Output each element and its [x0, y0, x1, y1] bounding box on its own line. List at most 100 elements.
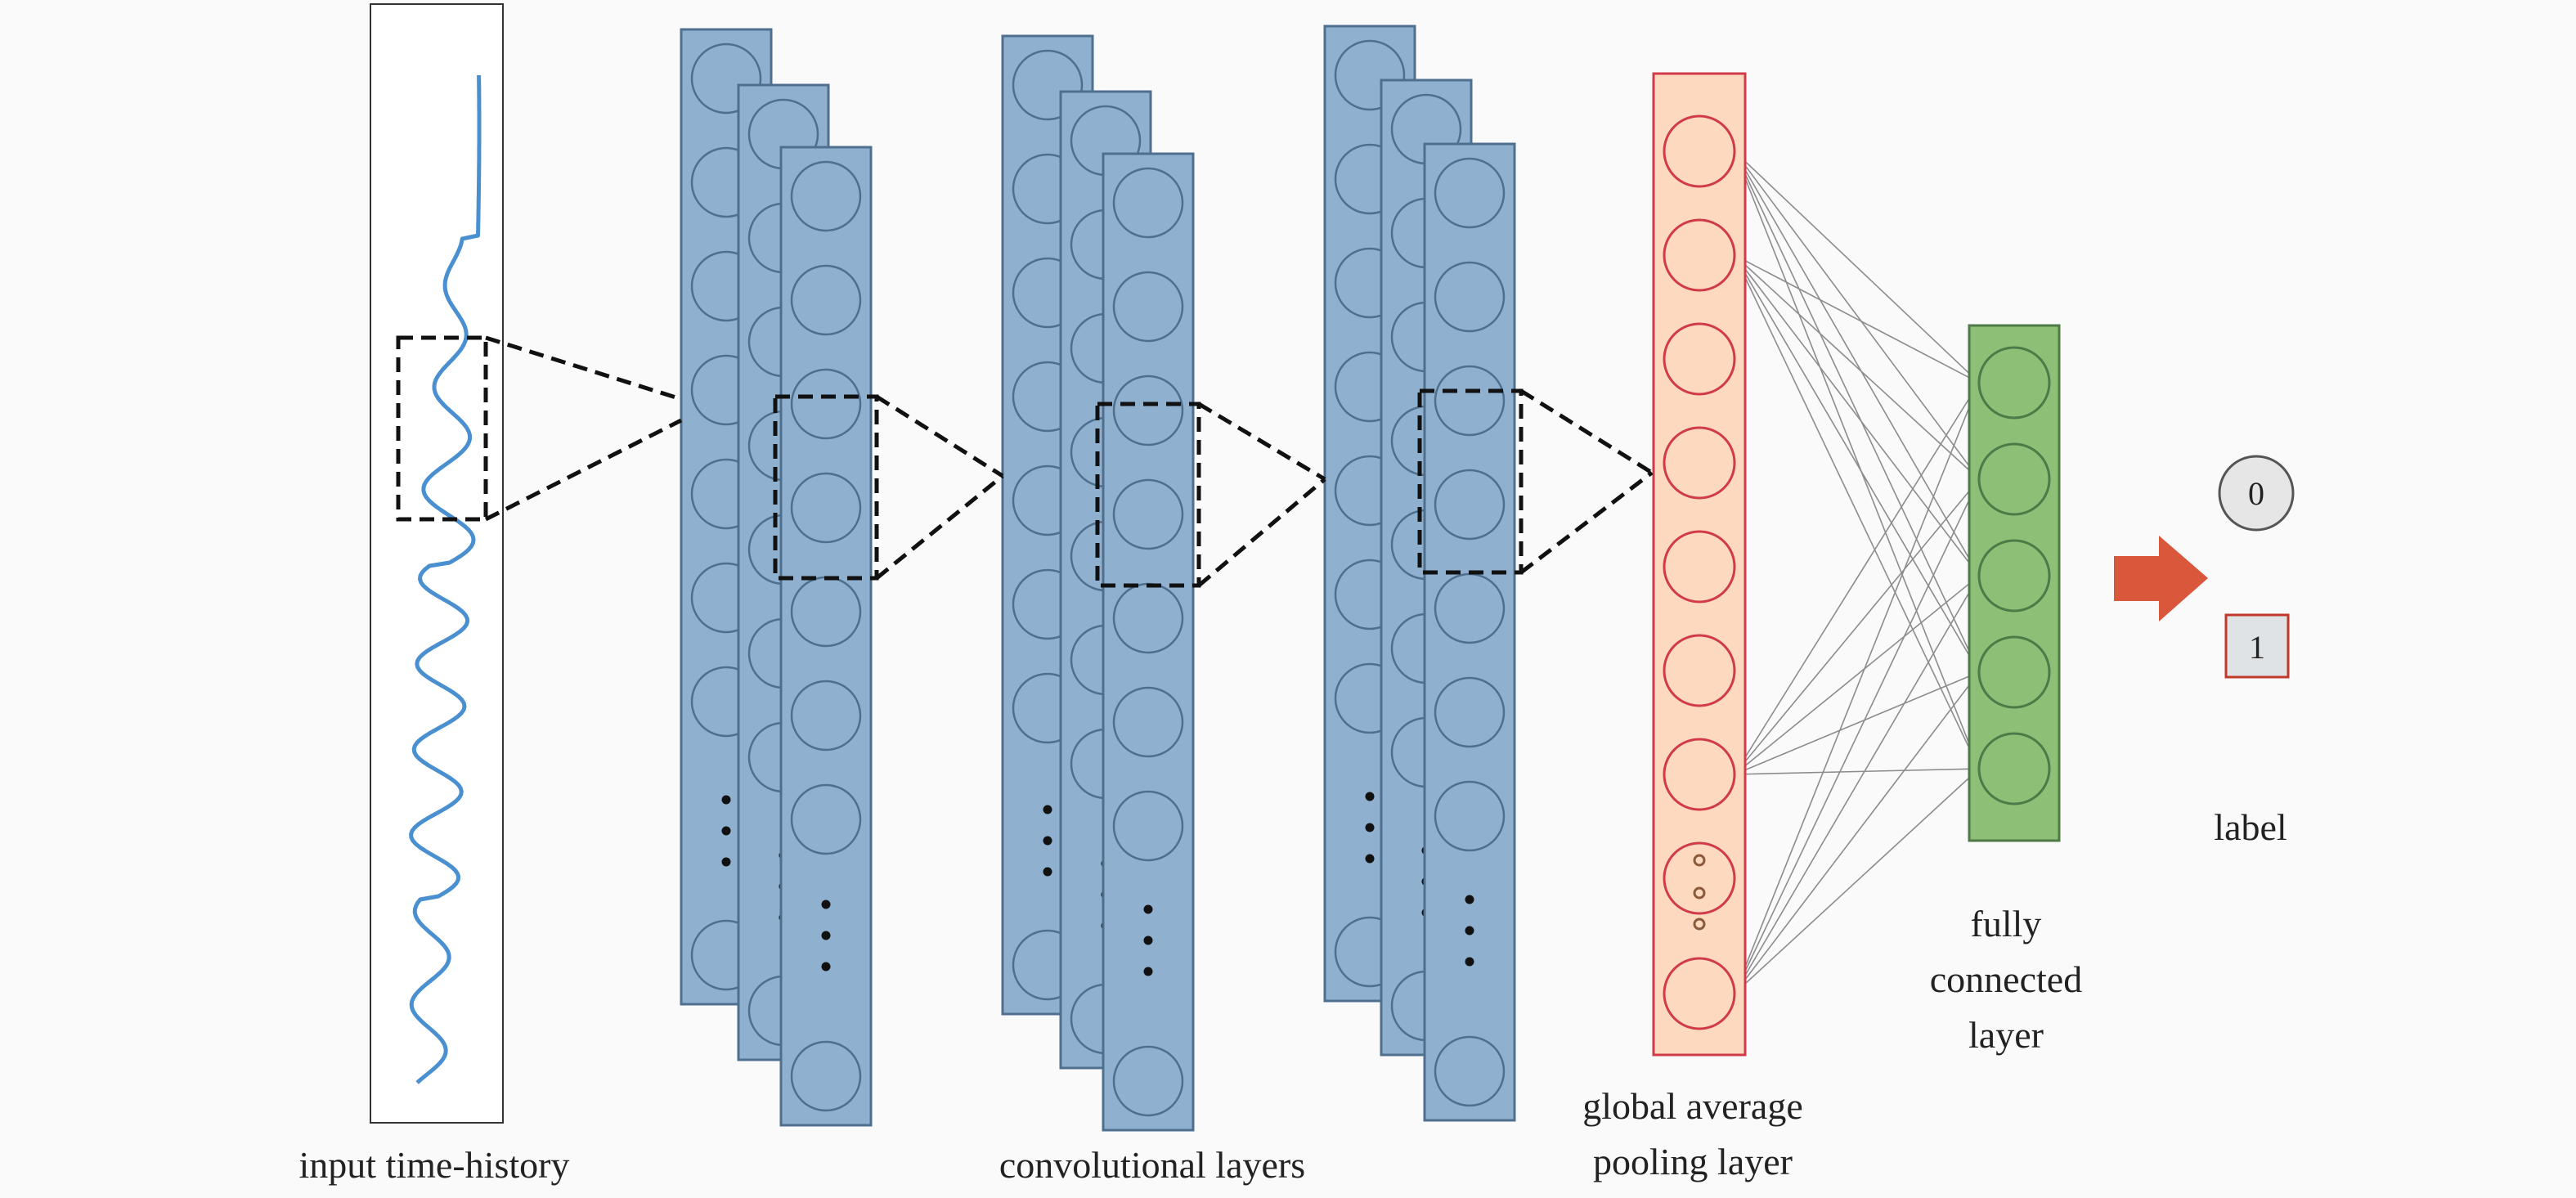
output-one-text: 1	[2249, 629, 2265, 666]
feature-map-2-3	[1102, 152, 1195, 1132]
vertical-ellipsis-icon	[821, 900, 831, 909]
fc-neuron	[1977, 346, 2051, 420]
fc-caption-line2: connected	[1930, 958, 2082, 1000]
connection-line	[1734, 150, 1980, 480]
neuron-circle	[790, 160, 862, 232]
neuron-circle	[1434, 157, 1506, 229]
fc-neuron	[1977, 635, 2051, 709]
input-receptive-field	[396, 335, 488, 522]
vertical-ellipsis-icon	[1365, 854, 1375, 864]
vertical-ellipsis-icon	[721, 795, 731, 805]
output-zero-text: 0	[2248, 475, 2264, 512]
pooling-neuron	[1663, 957, 1736, 1030]
input-signal-waveform	[409, 75, 482, 1084]
neuron-circle	[1434, 365, 1506, 437]
projection-dashed-line	[875, 394, 1004, 478]
projection-dashed-line	[485, 335, 682, 402]
fc-neuron	[1977, 539, 2051, 612]
neuron-circle	[1112, 375, 1184, 446]
neuron-circle	[1434, 676, 1506, 748]
pooling-neuron	[1663, 530, 1736, 603]
vertical-ellipsis-icon	[1143, 904, 1153, 914]
neuron-circle	[1112, 790, 1184, 862]
projection-dashed-line	[1519, 471, 1654, 574]
connection-line	[1734, 478, 1980, 994]
neuron-circle	[1112, 271, 1184, 343]
vertical-ellipsis-icon	[1043, 805, 1052, 814]
input-caption: input time-history	[299, 1144, 570, 1186]
output-one: 1	[2224, 613, 2290, 679]
right-arrow-icon	[2114, 536, 2208, 621]
connection-line	[1734, 150, 1980, 673]
vertical-ellipsis-icon	[1465, 895, 1474, 904]
pooling-neuron	[1663, 218, 1736, 292]
vertical-ellipsis-icon	[821, 931, 831, 940]
connection-line	[1734, 382, 1980, 994]
connection-line	[1734, 254, 1980, 770]
neuron-circle	[790, 472, 862, 544]
kernel-window-box	[1095, 402, 1201, 588]
neuron-circle	[790, 783, 862, 855]
connection-line	[1734, 382, 1980, 775]
connection-line	[1734, 254, 1980, 384]
vertical-ellipsis-icon	[1693, 886, 1706, 900]
pooling-neuron	[1663, 322, 1736, 396]
connection-line	[1734, 254, 1980, 480]
vertical-ellipsis-icon	[1043, 836, 1052, 846]
fc-caption-line1: fully	[1971, 903, 2042, 944]
gap-caption-line2: pooling layer	[1593, 1141, 1793, 1182]
convolutional-layers	[680, 25, 1516, 1132]
connection-line	[1734, 575, 1980, 775]
vertical-ellipsis-icon	[1143, 967, 1153, 976]
output-zero: 0	[2218, 455, 2295, 532]
pooling-neuron	[1663, 738, 1736, 811]
output-one-box	[2224, 613, 2290, 679]
vertical-ellipsis-icon	[1465, 926, 1474, 936]
neuron-circle	[790, 680, 862, 752]
kernel-window-box	[1417, 388, 1524, 575]
connection-line	[1734, 671, 1980, 775]
neuron-circle	[790, 264, 862, 336]
connection-line	[1734, 150, 1980, 577]
vertical-ellipsis-icon	[721, 857, 731, 867]
pooling-neuron	[1663, 426, 1736, 500]
projection-dashed-line	[1519, 388, 1654, 475]
projection-dashed-line	[1197, 478, 1326, 587]
fully-connected-layer	[1968, 324, 2061, 842]
connection-lines	[1734, 150, 1980, 994]
neuron-circle	[790, 1040, 862, 1112]
connection-line	[1734, 478, 1980, 775]
output-zero-circle	[2218, 455, 2295, 532]
label-caption: label	[2214, 806, 2287, 848]
connection-line	[1734, 150, 1980, 384]
connection-line	[1734, 575, 1980, 994]
neuron-circle	[1434, 469, 1506, 541]
vertical-ellipsis-icon	[1465, 957, 1474, 967]
fc-neuron	[1977, 732, 2051, 805]
global-average-pooling-layer	[1652, 72, 1747, 1057]
vertical-ellipsis-icon	[1693, 918, 1706, 931]
neuron-circle	[1112, 1045, 1184, 1117]
vertical-ellipsis-icon	[1143, 936, 1153, 945]
vertical-ellipsis-icon	[1693, 854, 1706, 867]
pooling-neuron	[1663, 114, 1736, 188]
vertical-ellipsis-icon	[1043, 867, 1052, 877]
connection-line	[1734, 768, 1980, 775]
neuron-circle	[790, 576, 862, 648]
conv-caption: convolutional layers	[999, 1144, 1305, 1186]
receptive-field-projections	[484, 335, 1654, 588]
neuron-circle	[1434, 261, 1506, 333]
neuron-circle	[1112, 478, 1184, 550]
pooling-neuron	[1663, 634, 1736, 707]
connection-line	[1734, 671, 1980, 994]
connection-line	[1734, 254, 1980, 577]
neuron-circle	[1434, 1035, 1506, 1107]
input-panel	[370, 3, 504, 1124]
vertical-ellipsis-icon	[1365, 823, 1375, 832]
feature-map-1-3	[779, 146, 873, 1127]
gap-caption-line1: global average	[1582, 1085, 1802, 1127]
projection-dashed-line	[1197, 402, 1326, 482]
neuron-circle	[1112, 167, 1184, 239]
connection-line	[1734, 150, 1980, 770]
